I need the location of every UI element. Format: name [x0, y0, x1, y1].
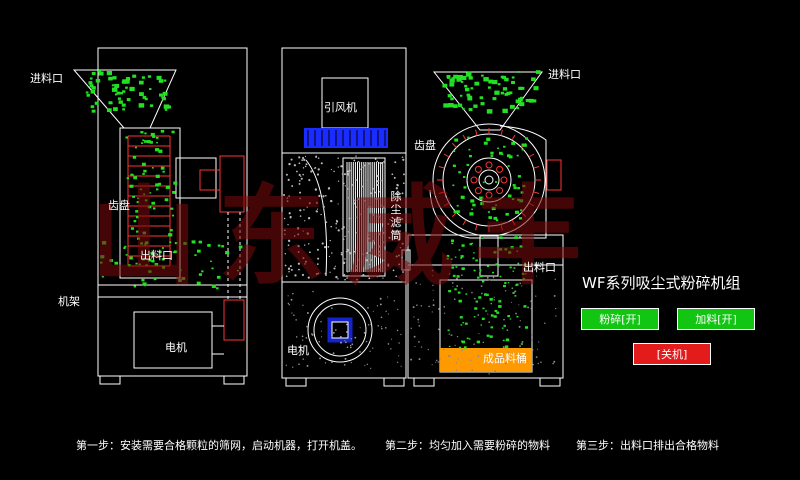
label-feed-inlet-right: 进料口 — [548, 68, 581, 81]
left-pulley — [219, 155, 245, 213]
crush-on-button[interactable]: 粉碎[开] — [581, 308, 659, 330]
dust-particles — [283, 155, 557, 375]
left-frame — [97, 47, 248, 377]
product-bin — [440, 348, 532, 372]
label-dust-filter: 除尘滤筒 — [390, 190, 402, 242]
watermark: 山东威丰 — [90, 174, 603, 300]
left-machine — [72, 47, 248, 385]
label-motor-middle: 电机 — [287, 344, 309, 357]
label-motor-left: 电机 — [165, 341, 187, 354]
step-3-text: 第三步：出料口排出合格物料 — [576, 439, 719, 452]
middle-machine — [281, 47, 411, 387]
feed-on-button[interactable]: 加料[开] — [677, 308, 755, 330]
left-chamber — [119, 127, 181, 279]
step-1-text: 第一步：安装需要合格颗粒的筛网，启动机器，打开机盖。 — [76, 439, 362, 452]
label-frame: 机架 — [58, 295, 80, 308]
right-hopper — [432, 71, 543, 131]
right-base — [407, 234, 564, 379]
step-2-text: 第二步：均匀加入需要粉碎的物料 — [385, 439, 550, 452]
label-feed-inlet-left: 进料口 — [30, 72, 63, 85]
label-discharge-right: 出料口 — [523, 261, 556, 274]
fan-blades — [304, 128, 388, 148]
label-discharge-left: 出料口 — [140, 249, 173, 262]
label-gear-disc-left: 齿盘 — [108, 199, 130, 212]
dust-filter-drum — [342, 157, 386, 277]
middle-motor — [307, 297, 373, 363]
label-induced-fan: 引风机 — [324, 101, 357, 114]
label-product-bin: 成品料桶 — [483, 352, 527, 365]
material-particles — [85, 70, 541, 349]
diagram-title: WF系列吸尘式粉碎机组 — [582, 274, 741, 292]
shutdown-button[interactable]: [关机] — [633, 343, 711, 365]
left-motor — [133, 311, 213, 369]
label-gear-disc-right: 齿盘 — [414, 139, 436, 152]
middle-frame — [281, 47, 407, 379]
